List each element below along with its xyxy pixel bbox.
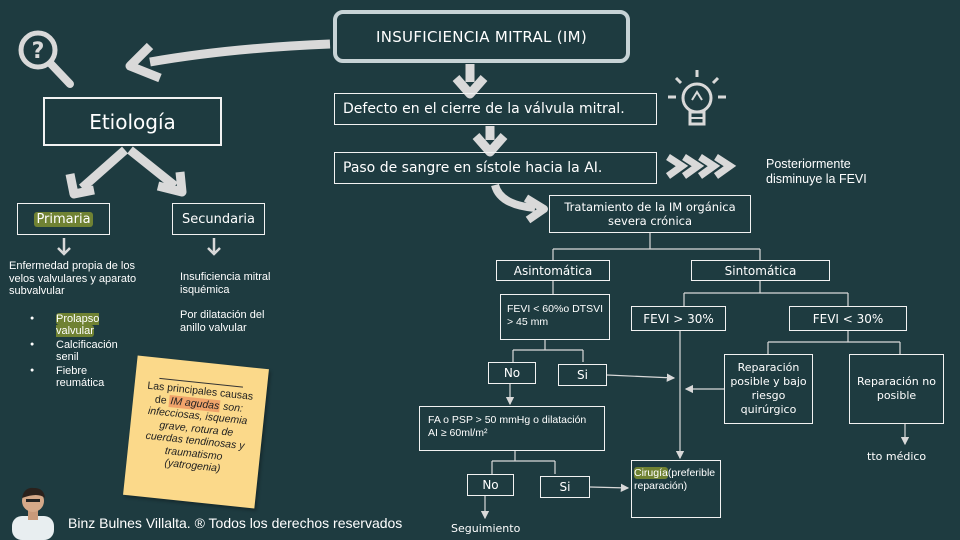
list-item: Prolapso valvular	[30, 313, 130, 337]
si-label: Si	[559, 480, 571, 494]
step1-text: Defecto en el cierre de la válvula mitra…	[343, 101, 625, 117]
sintomatica-label: Sintomática	[724, 263, 797, 278]
tto-medico-label: tto médico	[867, 450, 927, 463]
reparacion-no-posible-box: Reparación no posible	[849, 354, 944, 424]
fevi-gt-30-box: FEVI > 30%	[631, 306, 726, 331]
sticky-note: Las principales causas de IM agudas son:…	[123, 355, 269, 509]
side-note: Posteriormente disminuye la FEVI	[766, 157, 867, 186]
magnifier-question-icon: ?	[18, 30, 74, 88]
si-box-1: Si	[558, 364, 607, 386]
sintomatica-box: Sintomática	[691, 260, 830, 281]
reparacion-posible-box: Reparación posible y bajo riesgo quirúrg…	[724, 354, 813, 424]
si-box-2: Si	[540, 476, 590, 498]
page-title: INSUFICIENCIA MITRAL (IM)	[375, 27, 588, 46]
note-text: Las principales causas de IM agudas son:…	[145, 379, 254, 475]
secundaria-label: Secundaria	[181, 211, 256, 227]
list-item: Fiebre reumática	[30, 365, 130, 389]
secundaria-line1: Insuficiencia mitral isquémica	[180, 271, 271, 296]
fevi-lt-30-box: FEVI < 30%	[789, 306, 907, 331]
seguimiento-label: Seguimiento	[451, 522, 521, 535]
fevi-criteria-box: FEVI < 60%o DTSVI > 45 mm	[500, 294, 610, 340]
treatment-title-box: Tratamiento de la IM orgánica severa cró…	[549, 195, 751, 233]
no-box-1: No	[488, 362, 536, 384]
treatment-title: Tratamiento de la IM orgánica severa cró…	[564, 200, 736, 228]
fa-criteria-text: FA o PSP > 50 mmHg o dilatación AI ≥ 60m…	[428, 414, 587, 439]
etiologia-label: Etiología	[89, 109, 176, 134]
list-item: Calcificación senil	[30, 339, 130, 363]
no-label: No	[482, 478, 499, 492]
title-box: INSUFICIENCIA MITRAL (IM)	[333, 10, 630, 63]
asintomatica-label: Asintomática	[513, 263, 593, 278]
primaria-list: Prolapso valvular Calcificación senil Fi…	[30, 313, 130, 391]
fevi-lt-30-label: FEVI < 30%	[812, 311, 884, 326]
footer-credit: Binz Bulnes Villalta. ® Todos los derech…	[68, 515, 403, 531]
primaria-box: Primaria	[17, 203, 110, 235]
primaria-label: Primaria	[34, 211, 93, 227]
fa-criteria-box: FA o PSP > 50 mmHg o dilatación AI ≥ 60m…	[419, 406, 605, 451]
cirugia-highlight: Cirugía	[634, 467, 668, 479]
secundaria-box: Secundaria	[172, 203, 265, 235]
asintomatica-box: Asintomática	[496, 260, 610, 281]
etiologia-box: Etiología	[43, 97, 222, 146]
step2-text: Paso de sangre en sístole hacia la AI.	[343, 160, 603, 176]
fevi-gt-30-label: FEVI > 30%	[643, 311, 714, 326]
svg-text:?: ?	[32, 39, 45, 64]
si-label: Si	[577, 368, 588, 382]
step1-box: Defecto en el cierre de la válvula mitra…	[334, 93, 657, 125]
cirugia-rest: (preferible reparación)	[634, 467, 716, 492]
primaria-description: Enfermedad propia de los velos valvulare…	[9, 260, 137, 297]
no-label: No	[503, 366, 521, 380]
fevi-criteria-text: FEVI < 60%o DTSVI > 45 mm	[507, 303, 603, 328]
arrow-title-to-etiologia	[149, 39, 331, 67]
cirugia-box: Cirugía(preferible reparación)	[631, 460, 721, 518]
author-avatar	[12, 487, 54, 540]
secundaria-line2: Por dilatación del anillo valvular	[180, 309, 265, 334]
reparacion-posible-text: Reparación posible y bajo riesgo quirúrg…	[730, 361, 807, 416]
no-box-2: No	[467, 474, 514, 496]
reparacion-no-posible-text: Reparación no posible	[857, 375, 936, 402]
step2-box: Paso de sangre en sístole hacia la AI.	[334, 152, 657, 184]
lightbulb-icon	[668, 70, 726, 126]
